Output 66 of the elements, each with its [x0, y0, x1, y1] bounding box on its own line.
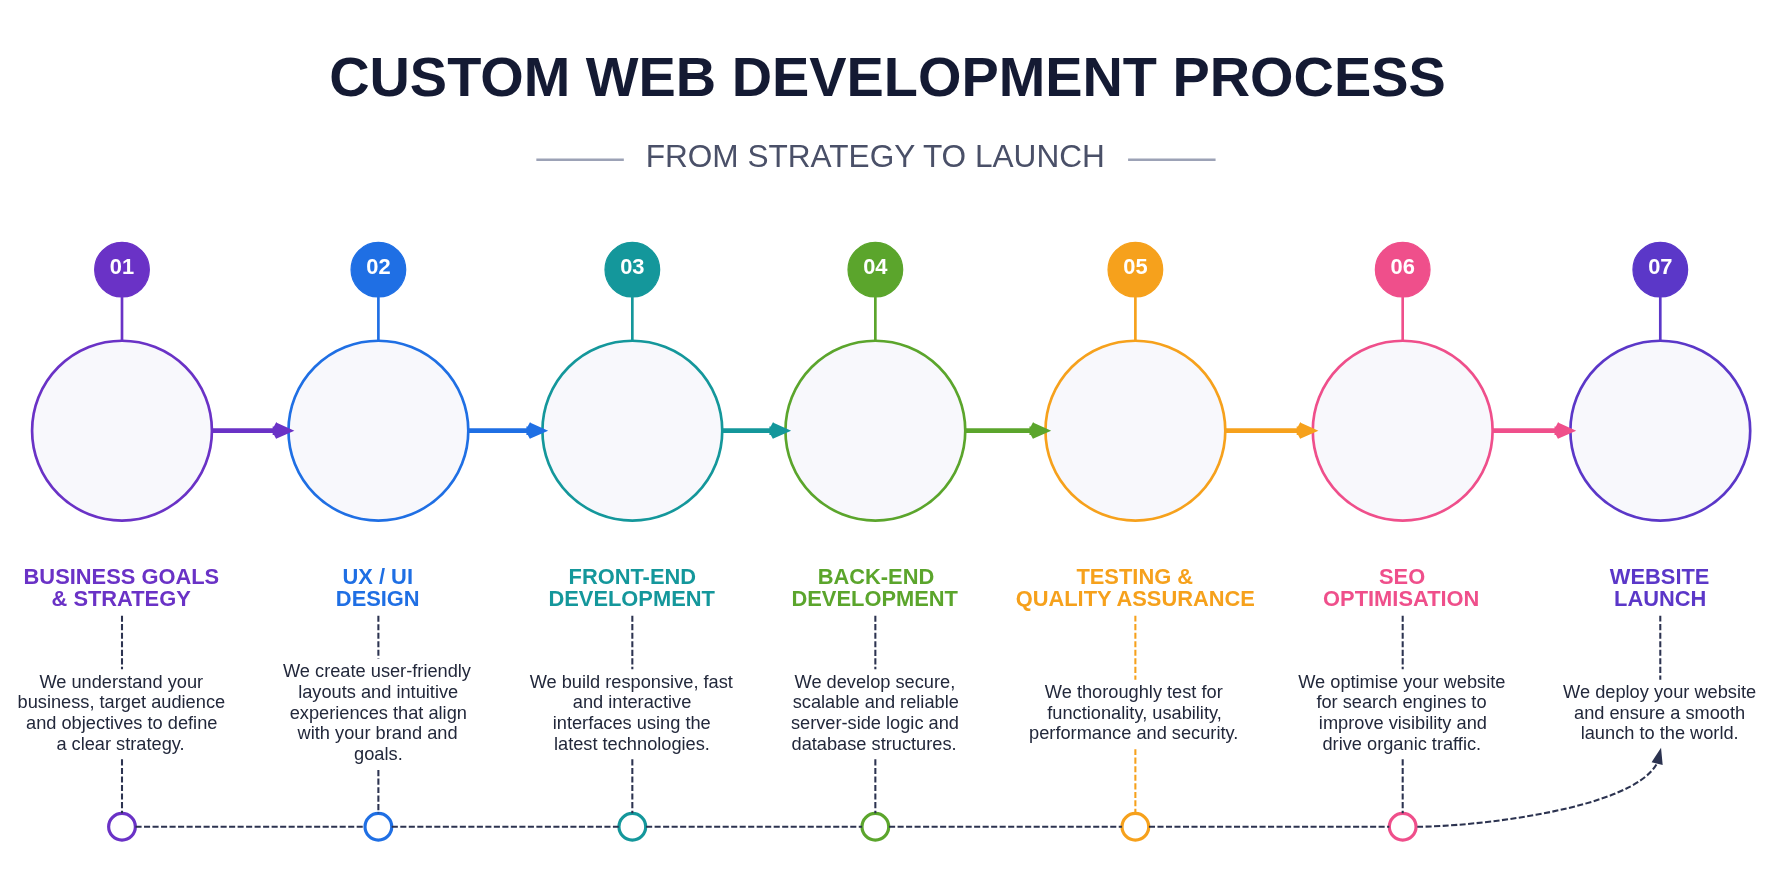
connector [120, 758, 123, 813]
connector [1400, 296, 1404, 340]
connector [1148, 825, 1389, 828]
connector [376, 296, 380, 340]
connector [391, 825, 619, 828]
connector [1401, 758, 1404, 813]
node-circle: 04 [846, 241, 903, 298]
node-text: UX / UI DESIGN [335, 563, 420, 611]
node-text: We develop secure, scalable and reliable server-side logic and database structures. [790, 671, 959, 754]
arrow [965, 421, 1048, 439]
connector [1658, 296, 1662, 340]
node-text: WEBSITE LAUNCH [1609, 563, 1709, 611]
connector [645, 825, 862, 828]
node-text: We thoroughly test for functionality, usability, performance and security. [1028, 681, 1238, 743]
node-text: BACK-END DEVELOPMENT [791, 563, 958, 611]
connector [873, 615, 876, 669]
node-text: We build responsive, fast and interactive interfaces using the latest technologies. [529, 671, 733, 754]
node-circle [106, 811, 137, 842]
node-circle [783, 338, 967, 522]
connector [1401, 615, 1404, 669]
connector [873, 758, 876, 813]
connector [120, 615, 123, 669]
connector [120, 296, 123, 340]
node-circle [1119, 811, 1150, 842]
node-circle [1568, 338, 1752, 522]
node-circle [286, 338, 470, 522]
node-circle: 01 [93, 241, 150, 298]
node-text: TESTING & QUALITY ASSURANCE [1015, 563, 1255, 611]
node-text: SEO OPTIMISATION [1322, 563, 1479, 611]
node-circle [30, 338, 213, 522]
node-circle [616, 811, 647, 842]
node-circle [1043, 338, 1227, 522]
connector [630, 615, 633, 669]
node-text: We deploy your website and ensure a smooth launch to the world. [1562, 681, 1756, 743]
arrow [1492, 421, 1573, 439]
node-circle [859, 811, 890, 842]
connector [630, 296, 634, 340]
node-circle [1310, 338, 1494, 522]
diagram-title: CUSTOM WEB DEVELOPMENT PROCESS [328, 44, 1446, 108]
node-circle: 02 [349, 241, 406, 298]
node-circle [362, 811, 393, 842]
arrow [1416, 747, 1663, 828]
label: FROM STRATEGY TO LAUNCH [645, 137, 1105, 174]
connector [630, 758, 633, 813]
connector [376, 615, 379, 659]
connector [135, 825, 365, 828]
node-text: We create user-friendly layouts and intuitive experiences that align with your brand and goals. [282, 660, 471, 764]
node-text: We understand your business, target audience and objectives to define a clear strategy. [17, 671, 225, 754]
node-circle [1387, 811, 1418, 842]
connector [1133, 748, 1136, 813]
connector [888, 825, 1122, 828]
connector [873, 296, 877, 340]
node-circle [540, 338, 724, 522]
arrow [722, 421, 788, 439]
connector [376, 769, 379, 813]
arrow [468, 421, 545, 439]
connector [1133, 615, 1136, 680]
connector [1658, 615, 1661, 680]
connector [1133, 296, 1137, 340]
node-circle: 03 [603, 241, 660, 298]
node-circle: 07 [1631, 241, 1688, 298]
node-text: We optimise your website for search engines to improve visibility and drive organic traffic. [1297, 671, 1505, 754]
node-text: FRONT-END DEVELOPMENT [547, 563, 715, 611]
node-text: BUSINESS GOALS & STRATEGY [23, 563, 219, 611]
node-circle: 06 [1374, 241, 1431, 298]
node-circle: 05 [1106, 241, 1163, 298]
